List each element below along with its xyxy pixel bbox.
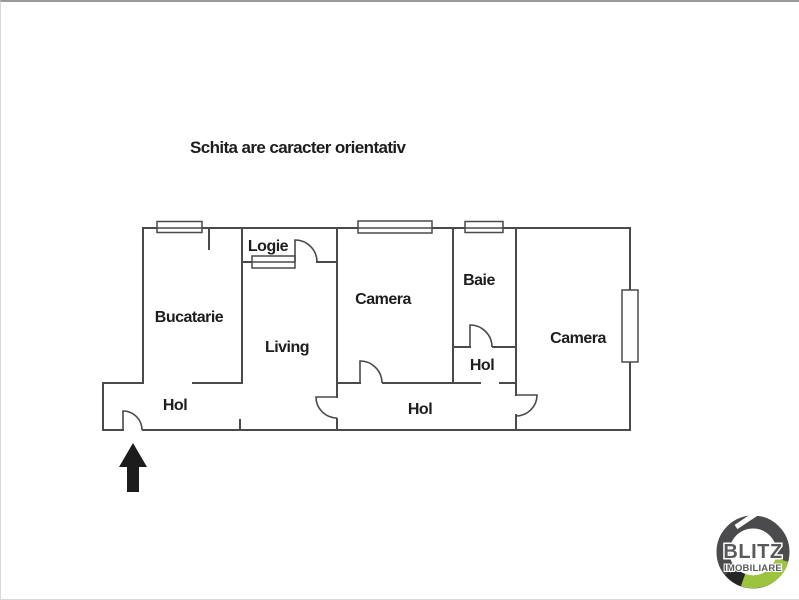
logo-text-blitz: BLITZ bbox=[723, 541, 782, 563]
door-arc-icon-entrance bbox=[122, 410, 143, 431]
room-label-hol-central: Hol bbox=[408, 401, 432, 418]
logo-notch bbox=[734, 510, 759, 530]
logo-dark-arc bbox=[725, 566, 746, 587]
door-arc-icon-logie bbox=[294, 239, 318, 263]
entrance-arrow-icon bbox=[119, 443, 147, 492]
window-icon-camera-2 bbox=[621, 289, 639, 363]
logo-green-arc bbox=[740, 557, 789, 589]
window-icon-baie bbox=[464, 220, 504, 234]
door-arc-icon-camera-1 bbox=[359, 360, 383, 384]
doors bbox=[122, 239, 538, 431]
room-label-living: Living bbox=[265, 339, 309, 356]
room-label-camera-1: Camera bbox=[355, 291, 411, 308]
orientation-note: Schita are caracter orientativ bbox=[190, 138, 407, 157]
room-label-logie: Logie bbox=[248, 238, 289, 255]
windows bbox=[156, 220, 639, 363]
inner-walls bbox=[192, 227, 517, 431]
door-arc-icon-baie bbox=[469, 324, 493, 348]
window-icon-bucatarie bbox=[156, 220, 203, 234]
room-label-hol-intrare: Hol bbox=[163, 397, 187, 414]
window-midlines bbox=[157, 227, 503, 263]
room-label-baie: Baie bbox=[463, 272, 495, 289]
room-label-camera-2: Camera bbox=[550, 330, 606, 347]
outer-wall bbox=[102, 227, 631, 431]
blitz-logo: BLITZ IMOBILIARE bbox=[716, 510, 790, 589]
room-label-hol-mic: Hol bbox=[470, 357, 494, 374]
door-arc-icon-camera-2 bbox=[515, 394, 538, 417]
floorplan-walls bbox=[102, 227, 631, 431]
room-labels: Bucatarie Logie Living Camera Baie Hol C… bbox=[155, 238, 607, 418]
logo-text-imobiliare: IMOBILIARE bbox=[724, 563, 782, 574]
room-label-bucatarie: Bucatarie bbox=[155, 309, 224, 326]
window-icon-camera-1 bbox=[357, 220, 433, 234]
door-arc-icon-hol-central bbox=[315, 396, 338, 419]
